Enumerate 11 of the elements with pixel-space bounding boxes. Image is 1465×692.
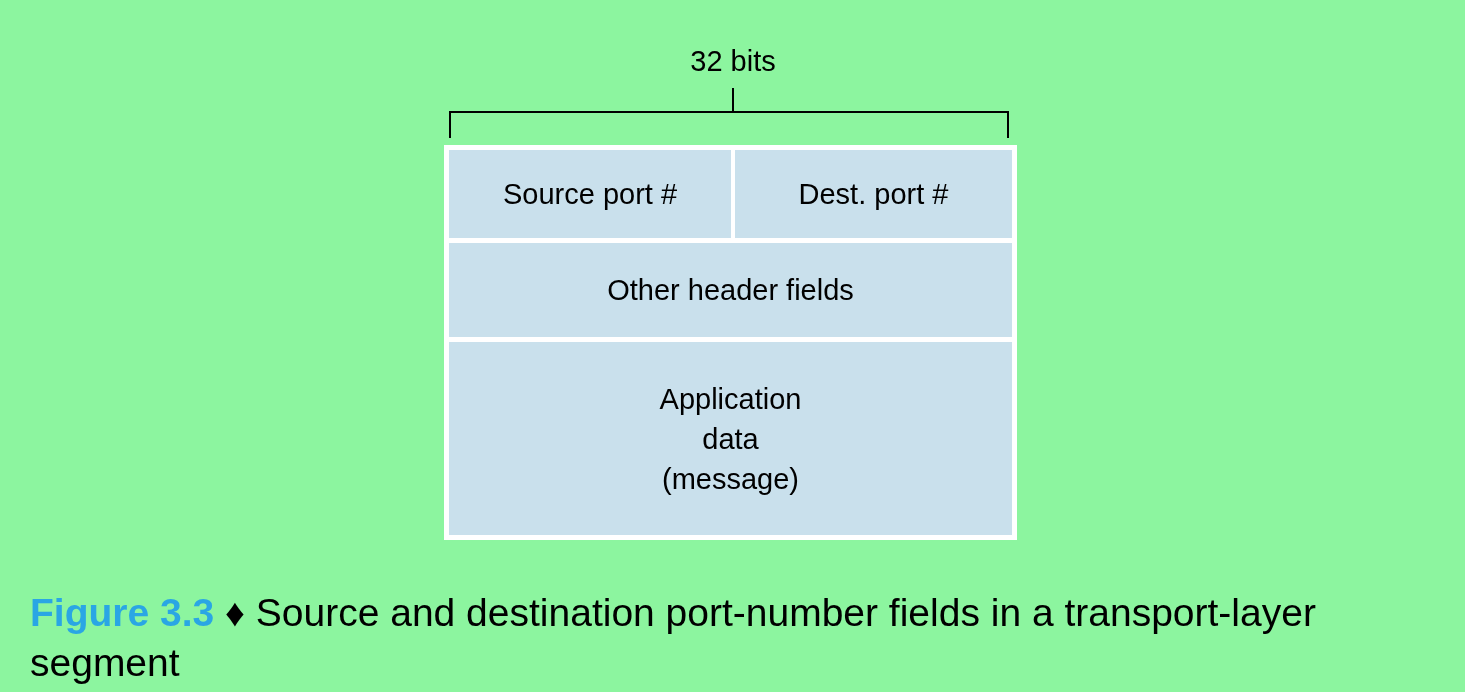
field-label: Other header fields	[606, 273, 855, 308]
dimension-label: 32 bits	[689, 44, 777, 79]
field-label: Source port #	[501, 177, 679, 212]
header-field	[735, 150, 1012, 238]
field-label: Application data (message)	[658, 381, 803, 497]
figure-caption: Figure 3.3 ♦ Source and destination port-number fields in a transport-layer segment	[30, 590, 1317, 686]
header-field	[449, 342, 1012, 535]
field-label: Dest. port #	[797, 177, 950, 212]
header-field	[449, 150, 731, 238]
segment-frame	[444, 145, 1017, 540]
header-field	[449, 243, 1012, 337]
